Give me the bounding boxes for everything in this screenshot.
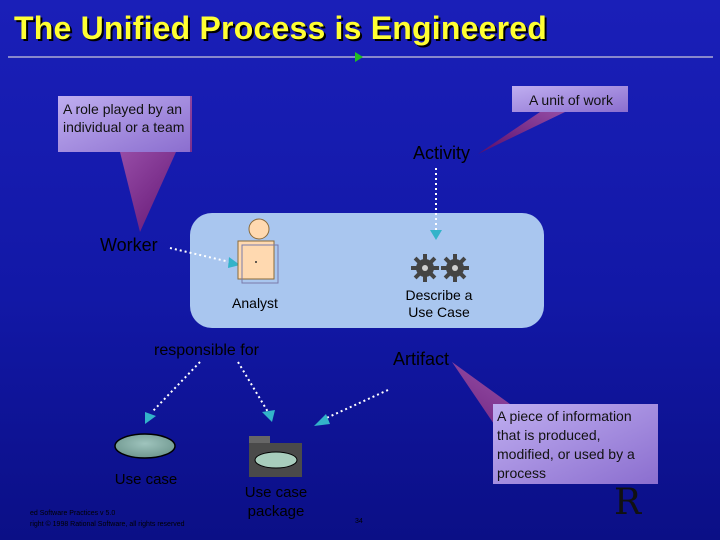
worker-figure-icon [237,218,279,284]
callout-piece-of-information [452,362,658,484]
callout-role [58,96,192,232]
slide-title: The Unified Process is Engineered [14,10,547,46]
role-callout-text: A role played by an individual or a team [63,101,185,135]
footer-line-1: ed Software Practices v 5.0 [30,510,116,517]
folder-icon [249,436,302,477]
footer-copyright: ed Software Practices v 5.0 right © 1998… [30,508,185,530]
process-panel [190,213,544,328]
chevron-right-icon [355,52,363,62]
use-case-package-label: Use case package [244,484,308,520]
worker-to-figure-arrow [169,247,240,268]
analyst-label: Analyst [232,295,278,311]
responsible-to-use-case-arrow [145,361,201,424]
footer-line-2: right © 1998 Rational Software, all righ… [30,521,185,528]
callout-unit-of-work [478,86,628,154]
unit-of-work-callout-text: A unit of work [528,92,614,108]
responsible-to-package-arrow [237,361,275,422]
information-callout-text: A piece of information that is produced,… [497,408,635,481]
worker-label: Worker [100,235,158,255]
artifact-to-package-arrow [314,389,389,426]
activity-to-gears-arrow [430,168,442,240]
describe-use-case-label: Describe a Use Case [405,287,473,320]
responsible-for-label: responsible for [154,342,259,359]
rational-logo: R [614,482,642,523]
gears-icon [411,254,469,282]
page-number: 34 [355,518,363,525]
use-case-label: Use case [114,471,178,488]
artifact-label: Artifact [393,349,450,369]
use-case-ellipse-icon [114,433,176,459]
activity-label: Activity [413,143,471,163]
